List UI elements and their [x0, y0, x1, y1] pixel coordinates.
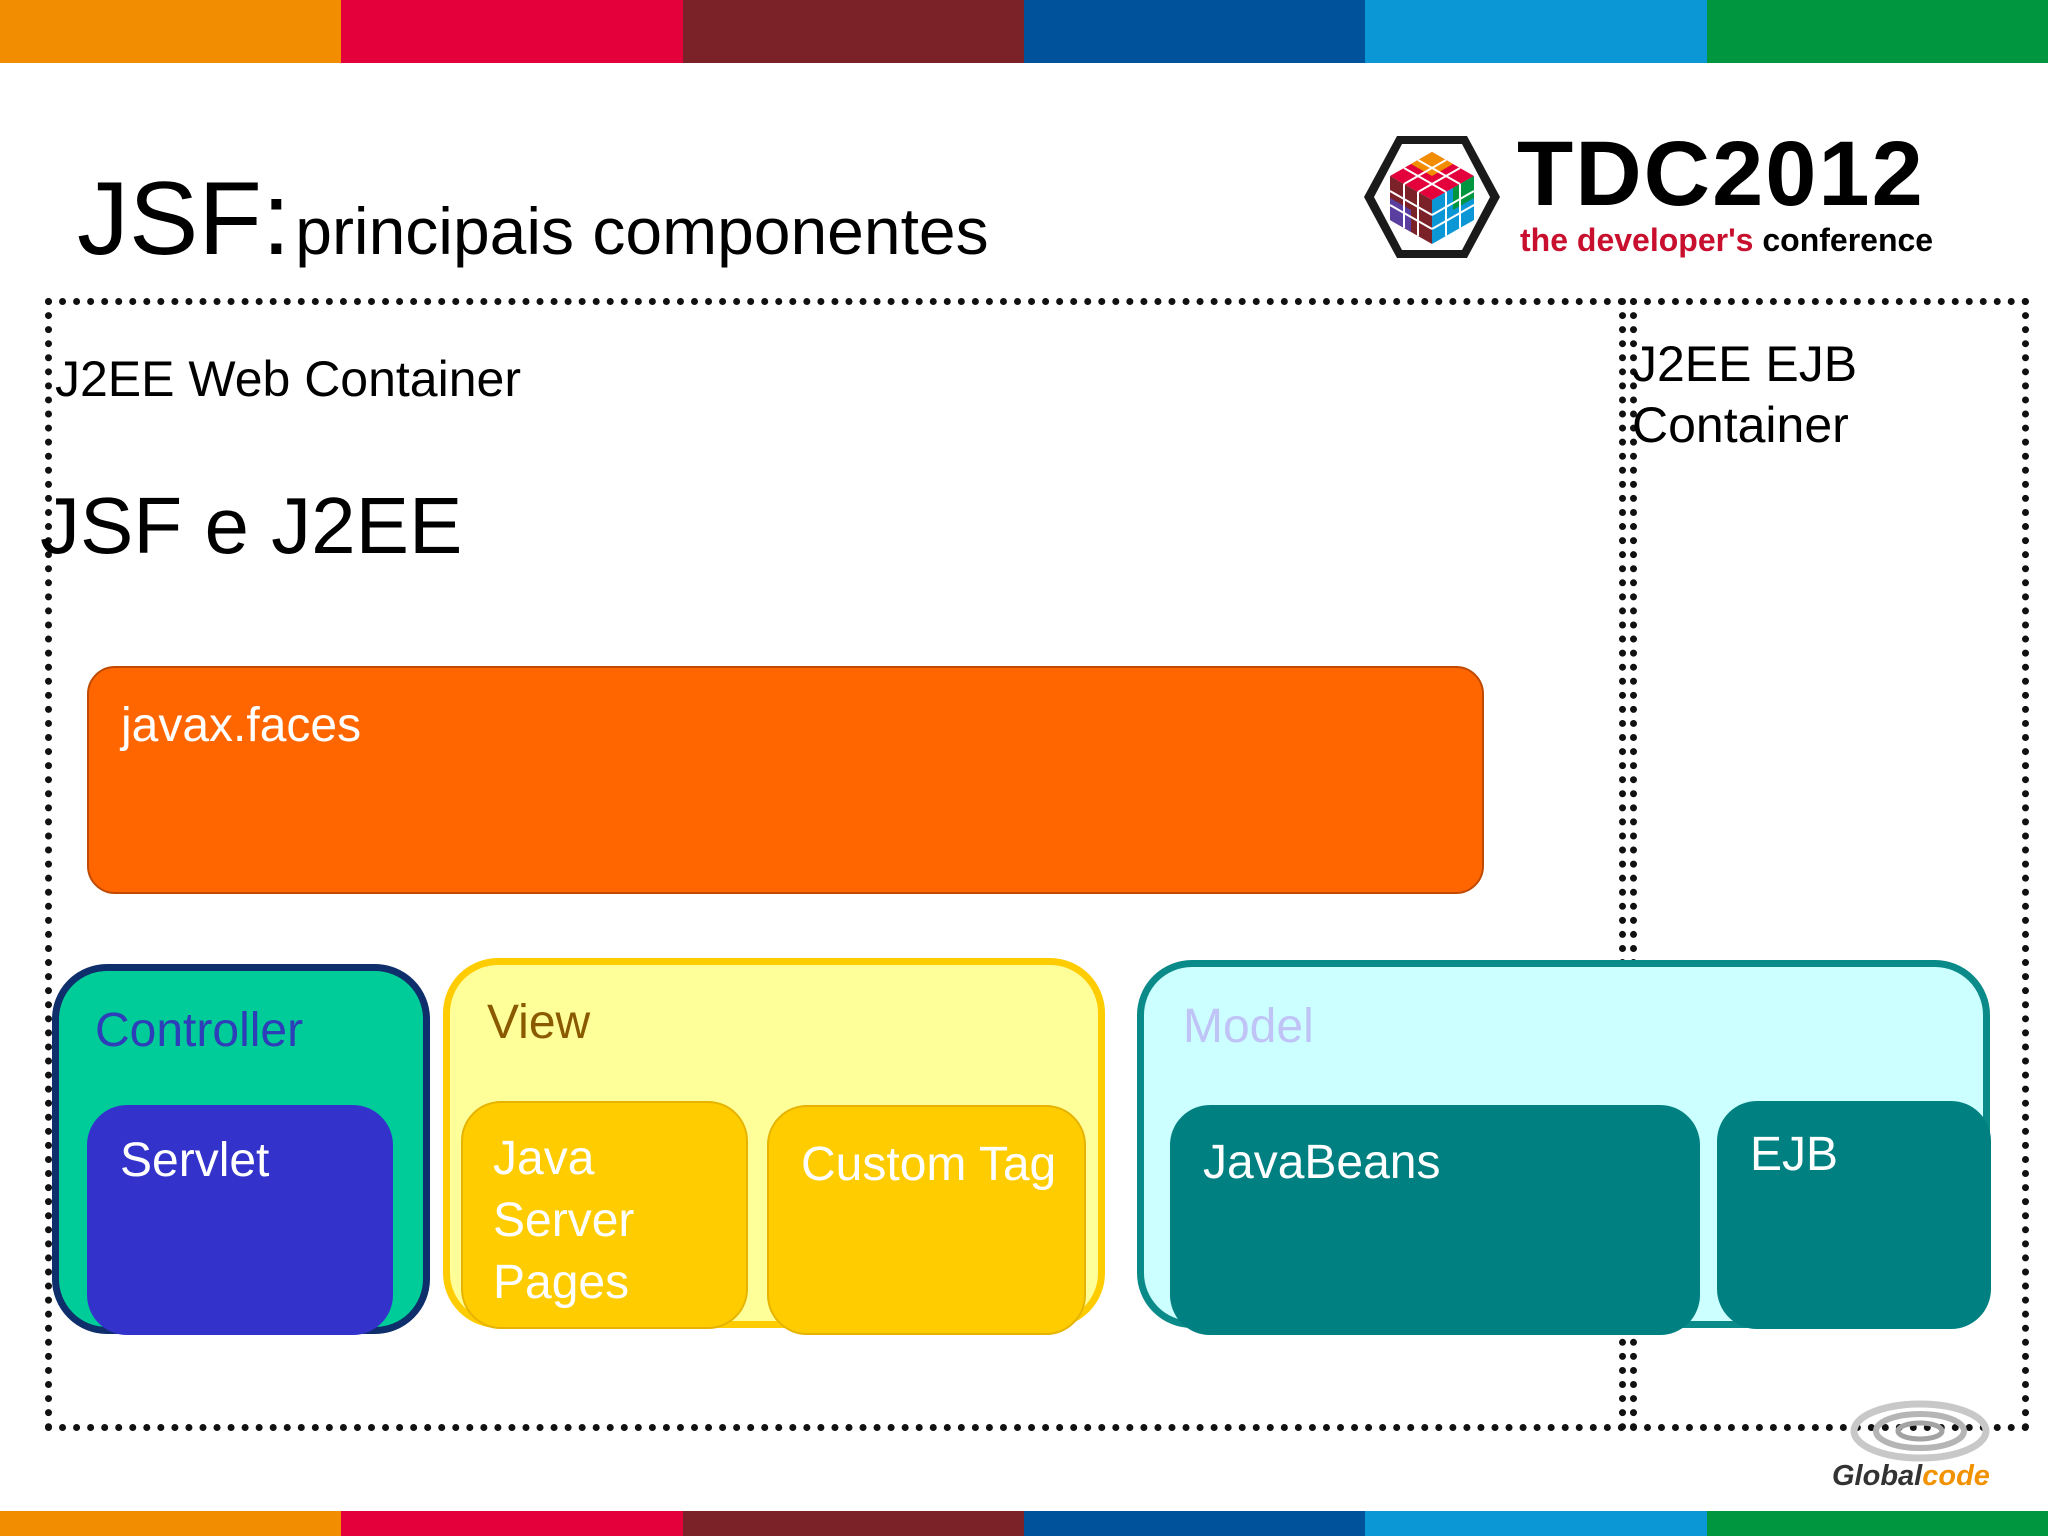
- ejb-box: EJB: [1717, 1101, 1991, 1329]
- tdc-cube-logo-icon: [1364, 136, 1500, 258]
- ejb-container-boundary: [1630, 298, 2029, 1431]
- event-name: TDC2012: [1517, 123, 1925, 225]
- globalcode-wordmark-part1: Global: [1832, 1460, 1923, 1492]
- globalcode-swirl-logo-icon: [1850, 1400, 1990, 1462]
- slide-title: JSF: principais componentes: [77, 160, 989, 279]
- model-title: Model: [1183, 1000, 1314, 1053]
- view-title: View: [487, 996, 591, 1049]
- event-tagline-part1: the developer's: [1520, 222, 1754, 258]
- custom-tag-label: Custom Tag: [801, 1138, 1057, 1191]
- globalcode-wordmark: Globalcode: [1832, 1460, 1990, 1493]
- globalcode-wordmark-part2: code: [1922, 1460, 1990, 1492]
- servlet-box: Servlet: [87, 1105, 393, 1335]
- web-container-label: J2EE Web Container: [55, 351, 521, 407]
- jsp-label: Java Server Pages: [493, 1132, 635, 1309]
- javax-faces-box: javax.faces: [87, 666, 1484, 894]
- bottom-color-stripe: [0, 1511, 2048, 1536]
- custom-tag-box: Custom Tag: [767, 1105, 1086, 1335]
- event-tagline: the developer's conference: [1520, 224, 1933, 256]
- servlet-label: Servlet: [120, 1134, 270, 1187]
- jsp-box: Java Server Pages: [461, 1101, 748, 1329]
- event-tagline-part2: conference: [1762, 222, 1934, 258]
- ejb-label: EJB: [1750, 1128, 1839, 1181]
- ejb-container-label: J2EE EJB Container: [1632, 336, 1858, 453]
- controller-title: Controller: [95, 1004, 304, 1057]
- slide-title-sub: principais componentes: [295, 194, 989, 268]
- javax-faces-label: javax.faces: [121, 699, 362, 752]
- javabeans-label: JavaBeans: [1203, 1136, 1441, 1189]
- slide-title-main: JSF:: [77, 161, 291, 277]
- top-color-stripe: [0, 0, 2048, 63]
- diagram-heading: JSF e J2EE: [40, 481, 463, 570]
- javabeans-box: JavaBeans: [1170, 1105, 1700, 1335]
- web-container-boundary: [45, 298, 1626, 1431]
